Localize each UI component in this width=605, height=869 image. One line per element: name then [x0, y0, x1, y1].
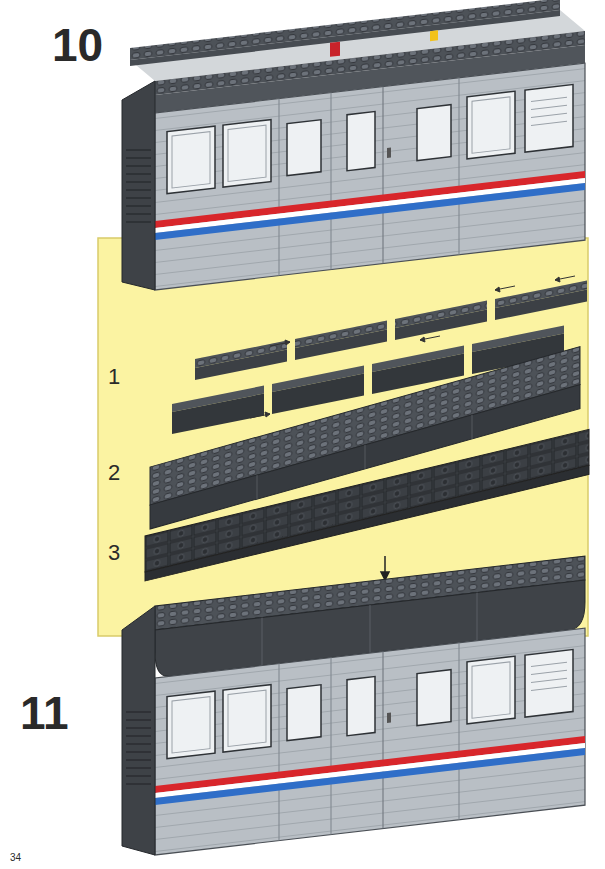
sub-step-number: 2 — [108, 462, 120, 484]
step-number: 11 — [20, 690, 69, 736]
sub-step-number: 3 — [108, 542, 120, 564]
sub-step-number: 1 — [108, 366, 120, 388]
page-number: 34 — [10, 853, 21, 863]
step-number: 10 — [52, 22, 103, 68]
